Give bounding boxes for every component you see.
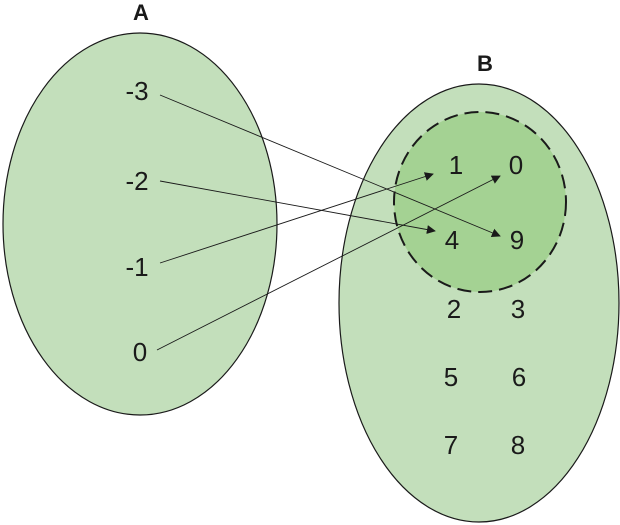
set-a-element: -2: [125, 166, 148, 196]
range-region-dashed-circle: [393, 111, 567, 293]
codomain-element: 7: [444, 430, 458, 460]
range-element: 0: [509, 150, 523, 180]
set-b-label: B: [477, 51, 493, 76]
mapping-arrow: [159, 172, 434, 264]
set-a-label: A: [133, 0, 149, 25]
mapping-arrow: [159, 180, 436, 234]
set-a-element: 0: [133, 337, 147, 367]
range-element: 4: [445, 225, 459, 255]
set-a-element: -1: [125, 252, 148, 282]
set-a-oval: [2, 32, 278, 416]
set-a-element: -3: [125, 76, 148, 106]
range-element: 1: [449, 150, 463, 180]
mapping-arrow: [159, 94, 501, 238]
codomain-element: 5: [444, 362, 458, 392]
range-element: 9: [510, 225, 524, 255]
codomain-element: 6: [512, 362, 526, 392]
codomain-element: 8: [511, 430, 525, 460]
mapping-arrow: [156, 175, 501, 351]
codomain-element: 3: [511, 294, 525, 324]
codomain-element: 2: [447, 294, 461, 324]
